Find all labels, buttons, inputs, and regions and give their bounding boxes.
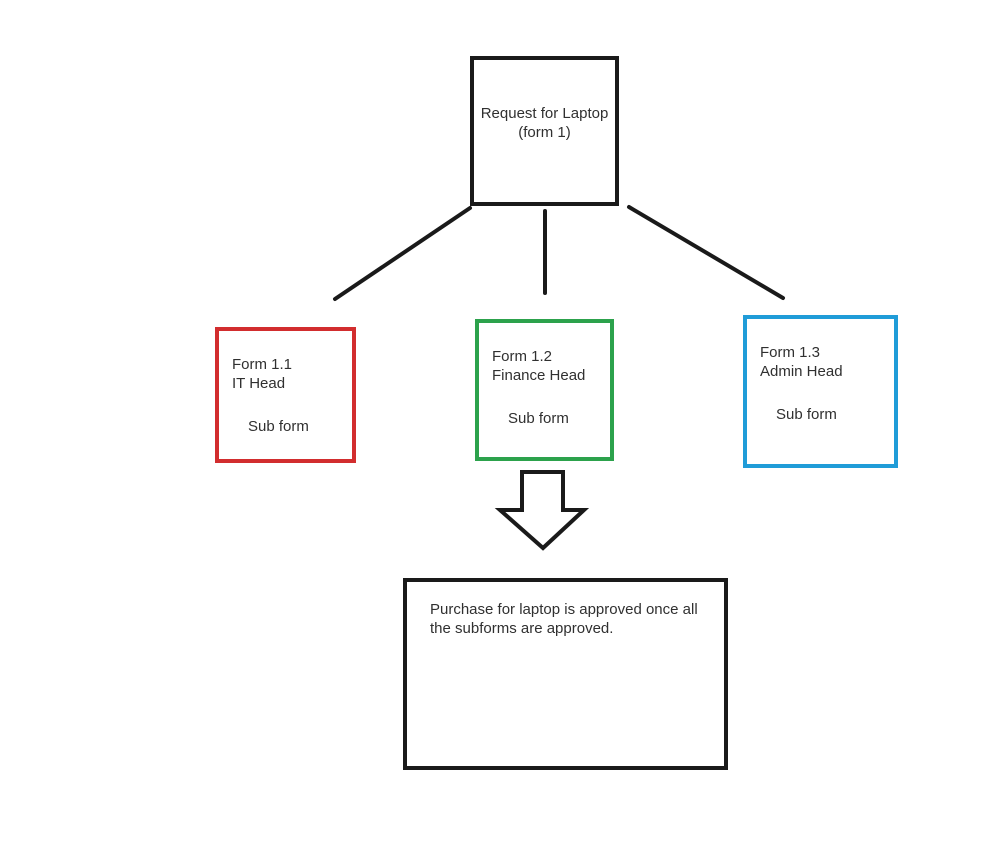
subform-it-form-number: Form 1.1 — [232, 356, 293, 373]
subform-it-label: Sub form — [248, 418, 309, 435]
subform-box-admin-head: Form 1.3 Admin Head Sub form — [743, 315, 898, 468]
subform-finance-form-number: Form 1.2 — [492, 348, 553, 365]
down-arrow-icon — [494, 470, 590, 551]
request-form-title: Request for Laptop — [480, 105, 609, 122]
subform-finance-label: Sub form — [508, 410, 569, 427]
approval-result-text-line2: the subforms are approved. — [430, 620, 614, 637]
subform-finance-approver: Finance Head — [492, 367, 586, 384]
connector-line-right — [627, 205, 785, 300]
request-form-box: Request for Laptop (form 1) — [470, 56, 619, 206]
subform-it-approver: IT Head — [232, 375, 286, 392]
approval-result-box: Purchase for laptop is approved once all… — [403, 578, 728, 770]
subform-admin-form-number: Form 1.3 — [760, 344, 821, 361]
connector-line-left — [333, 206, 472, 301]
subform-box-it-head: Form 1.1 IT Head Sub form — [215, 327, 356, 463]
subform-admin-approver: Admin Head — [760, 363, 843, 380]
approval-result-text-line1: Purchase for laptop is approved once all — [430, 601, 698, 618]
subform-admin-label: Sub form — [776, 406, 837, 423]
request-form-subtitle: (form 1) — [518, 124, 571, 141]
subform-box-finance-head: Form 1.2 Finance Head Sub form — [475, 319, 614, 461]
